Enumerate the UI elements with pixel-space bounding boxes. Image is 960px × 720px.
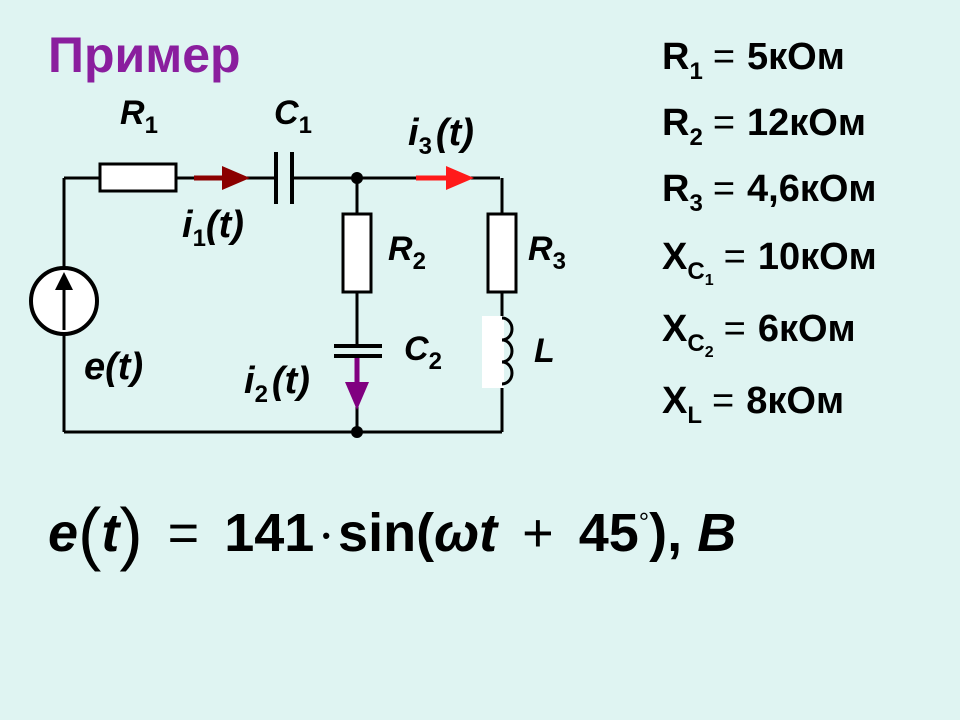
parameter-symbol: R: [662, 102, 690, 144]
inductor-l-background: [482, 316, 504, 388]
label-i3: i3(t): [408, 112, 474, 160]
parameter-row: XC1 = 10кОм: [662, 238, 877, 289]
resistor-r2: [341, 212, 373, 294]
current-arrow-i1: [194, 166, 250, 190]
parameter-subscript: C2: [687, 330, 714, 361]
parameter-symbol: X: [662, 380, 688, 422]
parameter-value: 6кОм: [757, 308, 856, 350]
resistor-r1: [98, 162, 178, 193]
parameter-subscript: C1: [687, 258, 714, 289]
emf-formula: e(t) = 141•sin(ωt + 45°), B: [48, 494, 737, 572]
label-e: e(t): [84, 346, 144, 388]
parameter-subscript: 1: [689, 58, 703, 85]
label-i2: i2(t): [244, 360, 310, 408]
equals-sign: =: [712, 102, 736, 144]
inductor-l: [501, 316, 514, 386]
parameter-value: 10кОм: [757, 236, 877, 278]
parameter-sub-subscript: 1: [704, 272, 714, 289]
equals-sign: =: [723, 308, 746, 350]
label-c2: C2: [404, 330, 442, 375]
junction-top: [351, 172, 363, 184]
equals-sign: =: [712, 380, 735, 422]
label-r2: R2: [388, 230, 426, 275]
label-r3: R3: [528, 230, 566, 275]
slide-title: Пример: [48, 27, 241, 83]
equals-sign: =: [712, 36, 736, 78]
label-r1: R1: [120, 94, 158, 139]
label-c1: C1: [274, 94, 312, 139]
parameter-symbol: X: [662, 236, 688, 278]
parameter-row: XL = 8кОм: [662, 382, 844, 428]
parameter-value: 8кОм: [746, 380, 845, 422]
parameter-row: R1 = 5кОм: [662, 38, 845, 84]
parameter-row: R2 = 12кОм: [662, 104, 866, 150]
junction-bottom: [351, 426, 363, 438]
equals-sign: =: [723, 236, 746, 278]
parameter-symbol: X: [662, 308, 688, 350]
parameter-value: 5кОм: [747, 36, 845, 78]
label-l: L: [534, 332, 555, 370]
parameter-subscript: 2: [689, 124, 703, 151]
voltage-source-arrowhead: [55, 272, 73, 290]
equals-sign: =: [712, 168, 736, 210]
parameter-row: R3 = 4,6кОм: [662, 170, 877, 216]
label-i1: i1(t): [182, 204, 244, 252]
current-arrow-i2: [345, 358, 369, 410]
parameter-value: 12кОм: [747, 102, 866, 144]
parameter-sub-subscript: 2: [704, 344, 714, 361]
parameter-row: XC2 = 6кОм: [662, 310, 856, 361]
current-arrow-i3: [416, 166, 474, 190]
parameter-subscript: 3: [689, 190, 703, 217]
parameter-symbol: R: [662, 168, 690, 210]
parameter-subscript: L: [687, 402, 703, 429]
parameter-symbol: R: [662, 36, 690, 78]
parameter-value: 4,6кОм: [747, 168, 877, 210]
resistor-r3: [486, 212, 518, 294]
